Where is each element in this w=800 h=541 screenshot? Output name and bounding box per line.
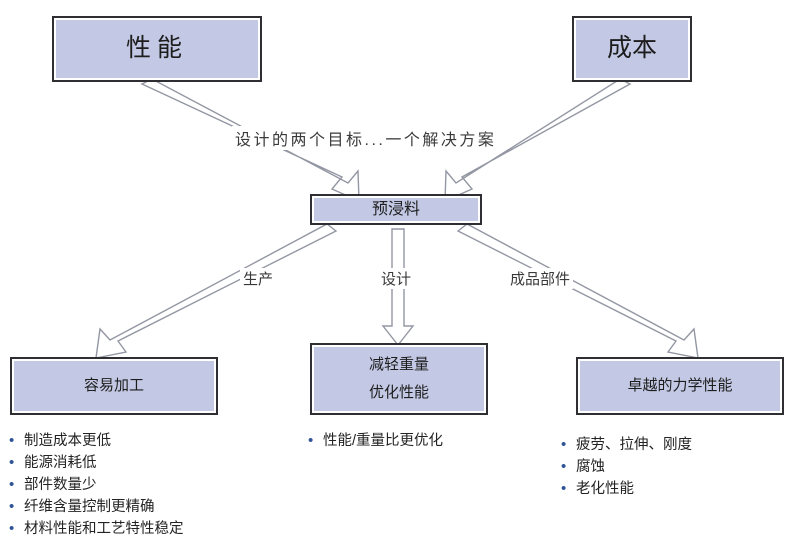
list-item: 纤维含量控制更精确: [8, 496, 184, 519]
list-item: 部件数量少: [8, 474, 184, 497]
list-item: 老化性能: [560, 478, 692, 501]
two-goals-one-solution-text: 设计的两个目标...一个解决方案: [232, 126, 500, 150]
node-prepreg[interactable]: 预浸料: [310, 194, 482, 225]
list-item: 材料性能和工艺特性稳定: [8, 518, 184, 541]
list-item: 能源消耗低: [8, 452, 184, 475]
node-weight-performance-label-line2: 优化性能: [368, 384, 429, 401]
edge-label-design: 设计: [378, 268, 415, 289]
node-performance[interactable]: 性能: [52, 16, 262, 82]
list-item: 腐蚀: [560, 456, 692, 479]
node-cost-label: 成本: [606, 34, 657, 63]
list-item: 性能/重量比更优化: [307, 429, 443, 452]
bullet-list-easy-process: 制造成本更低 能源消耗低 部件数量少 纤维含量控制更精确 材料性能和工艺特性稳定: [8, 429, 184, 541]
node-easy-process[interactable]: 容易加工: [10, 357, 218, 415]
node-cost[interactable]: 成本: [572, 16, 692, 82]
node-weight-performance-label-line1: 减轻重量: [368, 355, 429, 373]
list-item: 制造成本更低: [8, 429, 184, 452]
node-prepreg-label: 预浸料: [371, 200, 420, 218]
bullet-list-mechanical-performance: 疲劳、拉伸、刚度 腐蚀 老化性能: [560, 433, 692, 501]
node-weight-performance[interactable]: 减轻重量 优化性能: [310, 343, 488, 415]
node-mechanical-performance[interactable]: 卓越的力学性能: [576, 357, 784, 415]
list-item: 疲劳、拉伸、刚度: [560, 433, 692, 456]
node-performance-label: 性能: [125, 34, 188, 63]
arrow-prepreg-to-mechanical: [456, 223, 699, 359]
node-mechanical-performance-label: 卓越的力学性能: [627, 376, 733, 394]
bullet-list-weight-performance: 性能/重量比更优化: [307, 429, 443, 452]
arrow-prepreg-to-easy-process: [95, 223, 338, 359]
node-easy-process-label: 容易加工: [83, 376, 144, 394]
edge-label-finished-parts: 成品部件: [507, 268, 574, 289]
edge-label-production: 生产: [240, 268, 277, 289]
